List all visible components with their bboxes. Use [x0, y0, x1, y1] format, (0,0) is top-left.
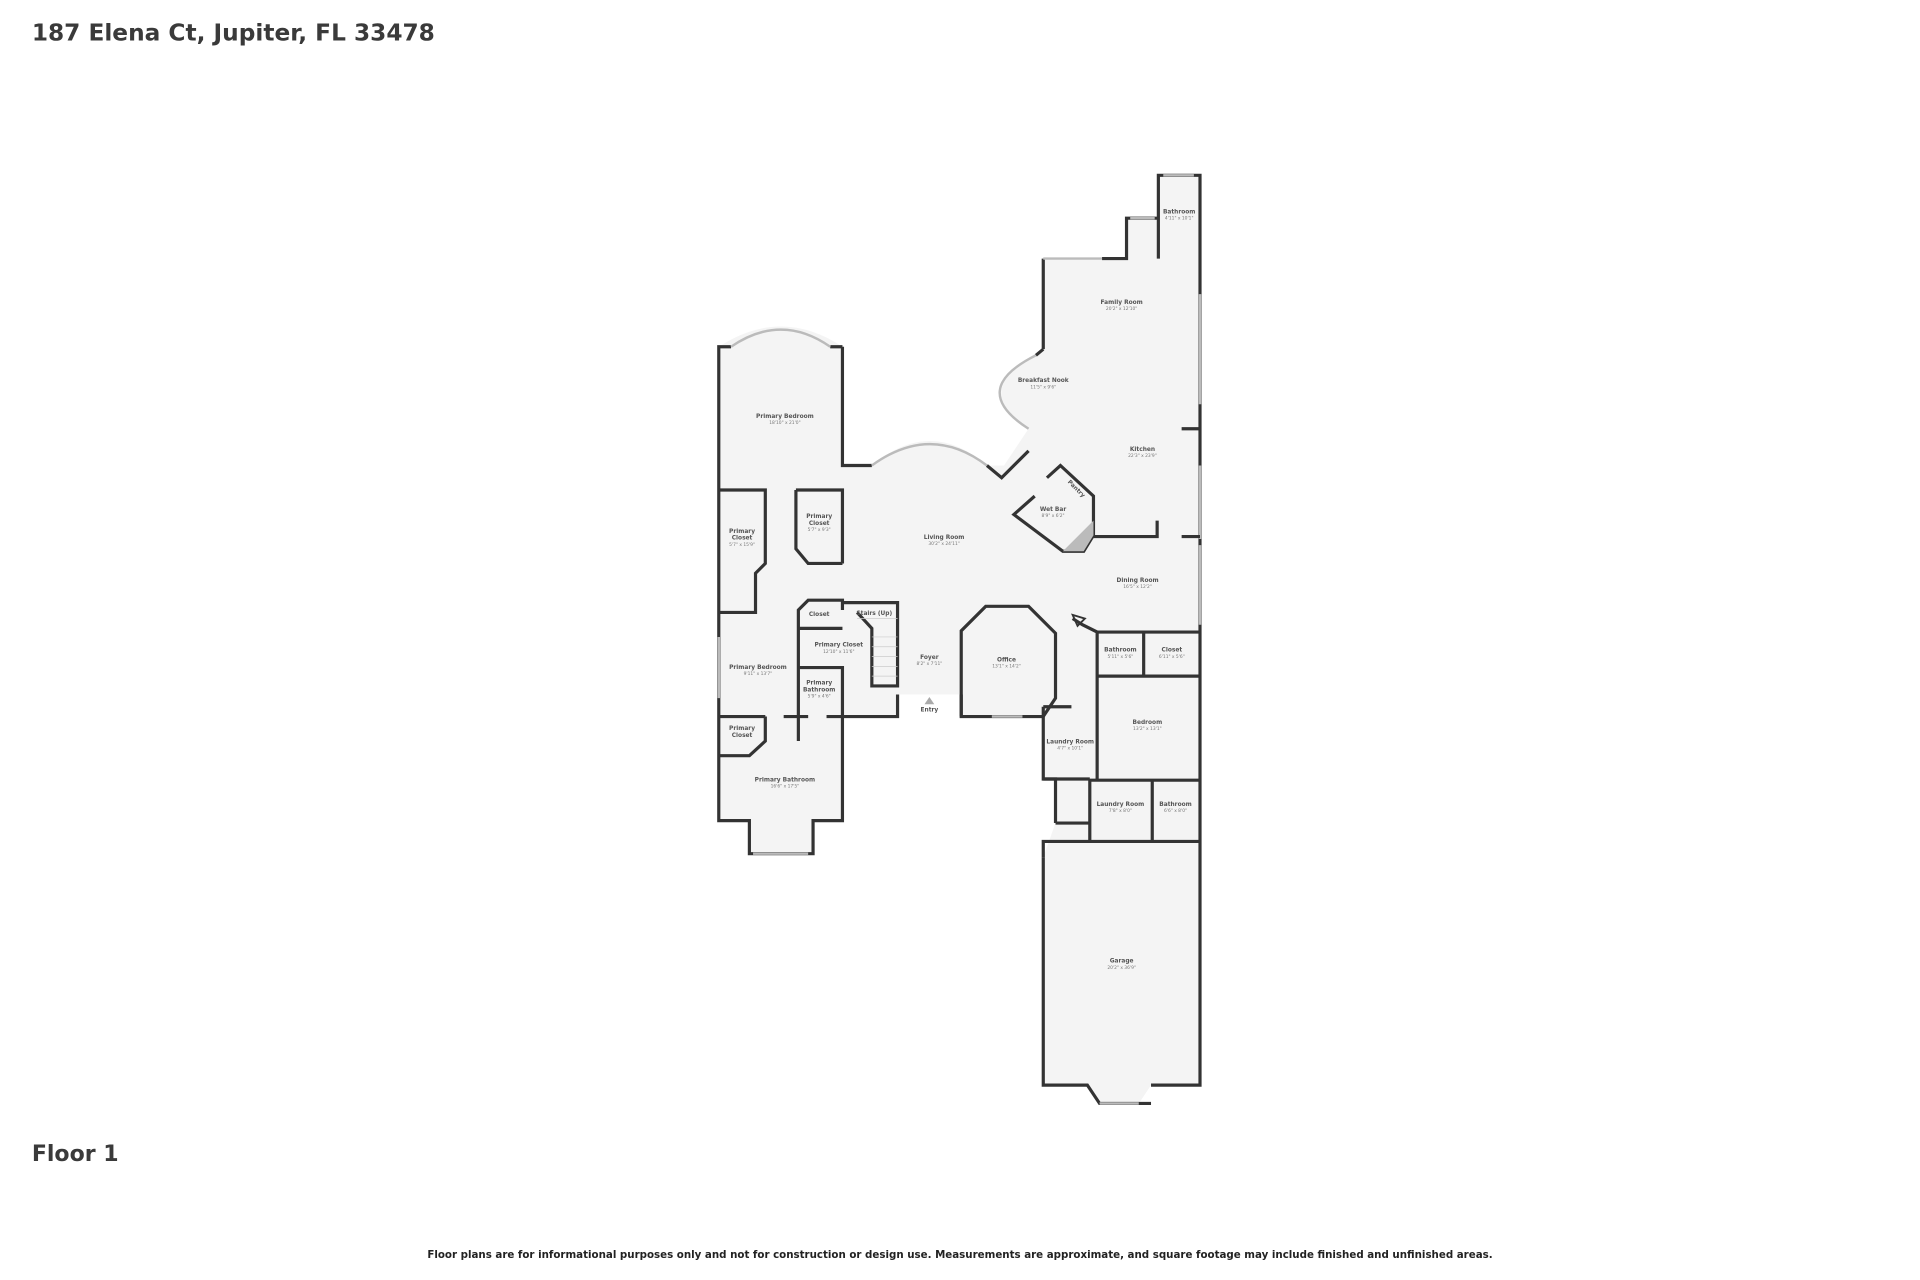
- room-dimensions: 8'9" x 6'2": [1042, 513, 1065, 519]
- room-dimensions: 16'5" x 12'2": [1123, 584, 1152, 590]
- room-dimensions: 4'11" x 10'1": [1165, 215, 1194, 221]
- address-title: 187 Elena Ct, Jupiter, FL 33478: [32, 20, 435, 47]
- room-dimensions: 18'10" x 21'0": [769, 420, 800, 426]
- entry-arrow-icon: [924, 696, 935, 705]
- room-dimensions: 5'7" x 9'3": [808, 527, 831, 533]
- room-dimensions: 7'8" x 8'0": [1109, 808, 1132, 814]
- room-label: Stairs (Up): [856, 611, 892, 617]
- room-dimensions: 11'5" x 9'6": [1030, 384, 1056, 390]
- room-name: Primary Bedroom: [729, 665, 787, 671]
- room-dimensions: 5'9" x 4'6": [808, 694, 831, 700]
- entry-arrow-icon: [1071, 613, 1087, 628]
- room-dimensions: 13'2" x 13'1": [1133, 726, 1162, 732]
- floor-plan-drawing: [717, 173, 1202, 1106]
- room-name: Closet: [809, 612, 830, 618]
- windows: [717, 174, 1202, 1105]
- room-dimensions: 5'11" x 5'6": [1108, 654, 1134, 660]
- floor-area: [718, 175, 1200, 1104]
- room-name: Laundry Room: [1046, 739, 1094, 745]
- room-dimensions: 12'10" x 11'6": [823, 649, 854, 655]
- disclaimer: Floor plans are for informational purpos…: [427, 1249, 1492, 1261]
- room-name: Primary Bathroom: [755, 777, 815, 783]
- room-name: Garage: [1110, 959, 1134, 965]
- room-name: Bathroom: [1163, 209, 1195, 215]
- room-dimensions: 16'6" x 17'5": [771, 784, 800, 790]
- room-dimensions: 6'6" x 8'0": [1164, 808, 1187, 814]
- room-dimensions: 20'2" x 12'10": [1106, 306, 1137, 312]
- room-label: Closet: [809, 612, 830, 618]
- room-name: Laundry Room: [1097, 802, 1145, 808]
- room-name: Dining Room: [1116, 578, 1158, 584]
- floor-label: Floor 1: [32, 1142, 119, 1167]
- room-dimensions: 20'2" x 36'9": [1107, 965, 1136, 971]
- room-dimensions: 5'7" x 15'9": [729, 542, 755, 548]
- room-name: Bathroom: [1104, 648, 1136, 654]
- room-name: Foyer: [920, 655, 939, 661]
- room-name: Closet: [1162, 648, 1183, 654]
- room-name: Breakfast Nook: [1018, 378, 1070, 384]
- room-name: Office: [997, 657, 1016, 663]
- room-name: Bathroom: [1159, 802, 1191, 808]
- room-name: Primary Closet: [814, 643, 863, 649]
- room-dimensions: 22'3" x 23'9": [1128, 453, 1157, 459]
- room-dimensions: 13'1" x 14'2": [992, 664, 1021, 670]
- room-name: Family Room: [1100, 300, 1142, 306]
- room-dimensions: 9'11" x 13'7": [744, 671, 773, 677]
- room-name: Entry: [921, 708, 939, 714]
- room-dimensions: 8'2" x 7'11": [916, 661, 942, 667]
- room-label: Entry: [921, 708, 939, 714]
- room-name: Kitchen: [1130, 447, 1155, 453]
- room-name: Stairs (Up): [856, 611, 892, 617]
- room-name: Primary Bedroom: [756, 414, 814, 420]
- interior-walls: [718, 427, 1200, 858]
- room-name: Bedroom: [1133, 720, 1163, 726]
- room-dimensions: 6'11" x 5'6": [1159, 654, 1185, 660]
- stairs: [857, 618, 898, 677]
- room-name: Living Room: [924, 535, 965, 541]
- room-name: Wet Bar: [1040, 507, 1066, 513]
- room-dimensions: 30'2" x 24'11": [928, 541, 959, 547]
- room-dimensions: 4'7" x 10'1": [1057, 746, 1083, 752]
